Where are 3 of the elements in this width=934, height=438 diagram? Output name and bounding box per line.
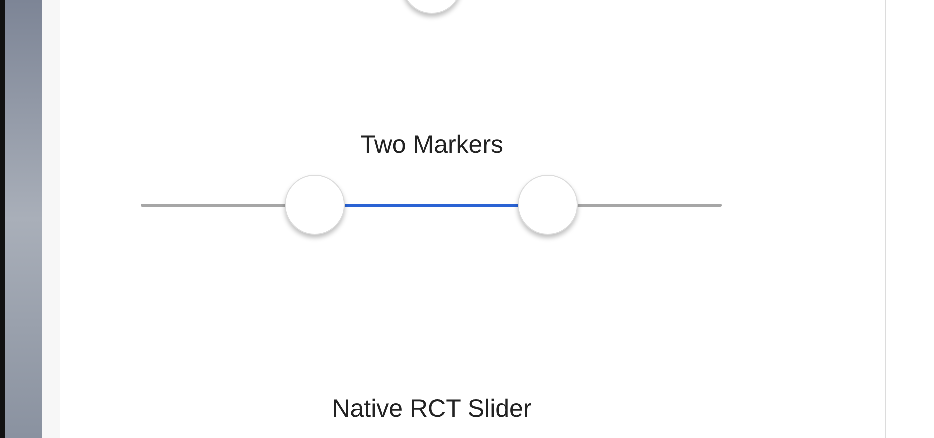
slider-title: Native RCT Slider [331, 394, 533, 424]
slider-title: Two Markers [359, 130, 505, 160]
window-edge-bar [0, 0, 42, 438]
